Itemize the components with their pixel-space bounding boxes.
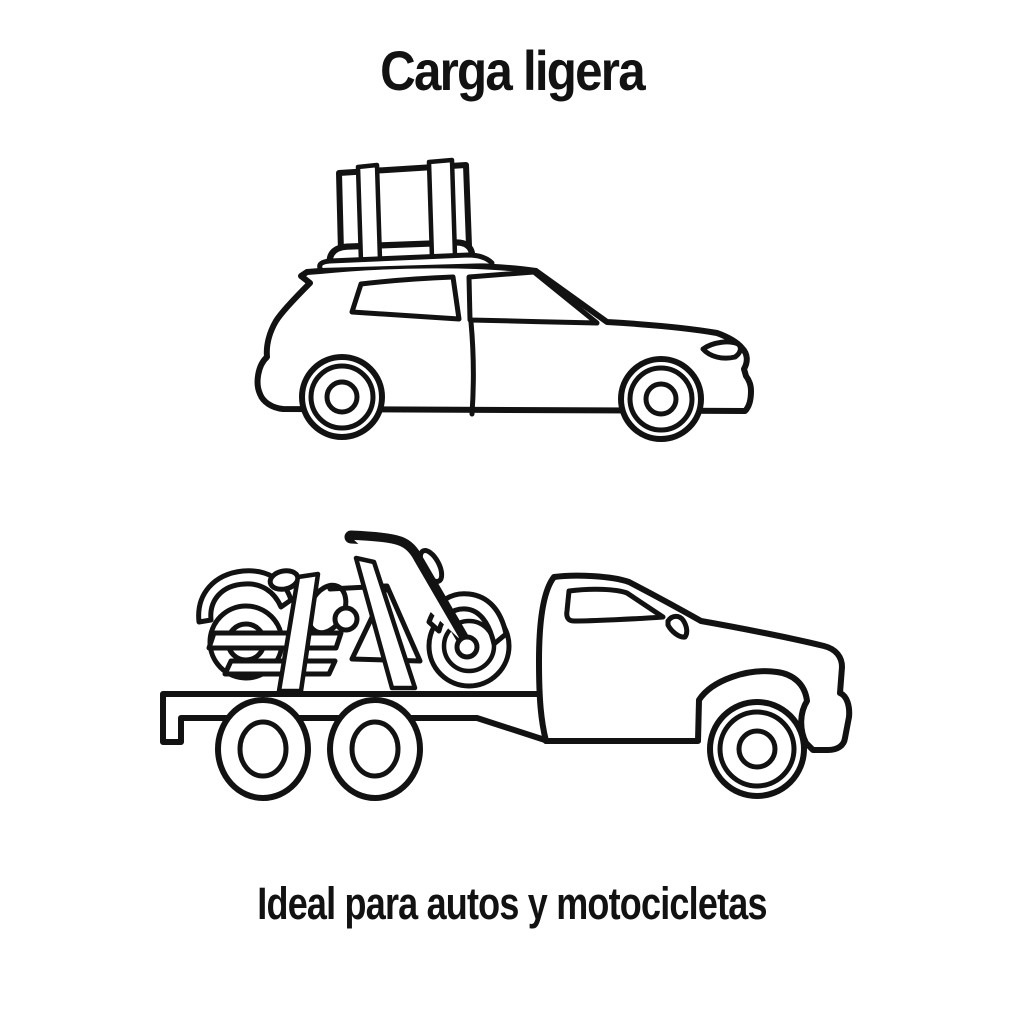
car-roof-cargo-illustration [254,157,754,442]
hub [237,719,289,779]
tie-down-strap-right [426,157,458,261]
hub [643,381,679,417]
car-rear-wheel [299,354,385,440]
moto-handlebar-fork-inner [348,534,470,649]
truck-trailer-motorcycle-illustration [160,530,853,801]
truck-vent-window [665,613,690,640]
roof-rack-lower-rail [317,252,495,271]
car-front-wheel [618,356,704,442]
car-front-window [466,269,600,326]
page-caption: Ideal para autos y motocicletas [257,878,767,929]
page-title: Carga ligera [380,39,645,102]
tie-down-strap-left [355,162,383,265]
hub [736,728,778,770]
motorcycle [196,530,512,689]
car-rear-window [349,274,462,322]
trailer-wheel-right [327,697,423,801]
moto-front-hub [454,634,480,660]
trailer-wheel-left [215,697,311,801]
hub [324,379,360,415]
hub [349,719,401,779]
car-door-line [468,319,476,417]
moto-engine [332,605,360,633]
truck-cab-window [564,586,666,624]
tie-down-strap-moto-right [353,555,418,691]
truck-front-wheel [707,699,807,799]
car-headlight [700,339,743,361]
